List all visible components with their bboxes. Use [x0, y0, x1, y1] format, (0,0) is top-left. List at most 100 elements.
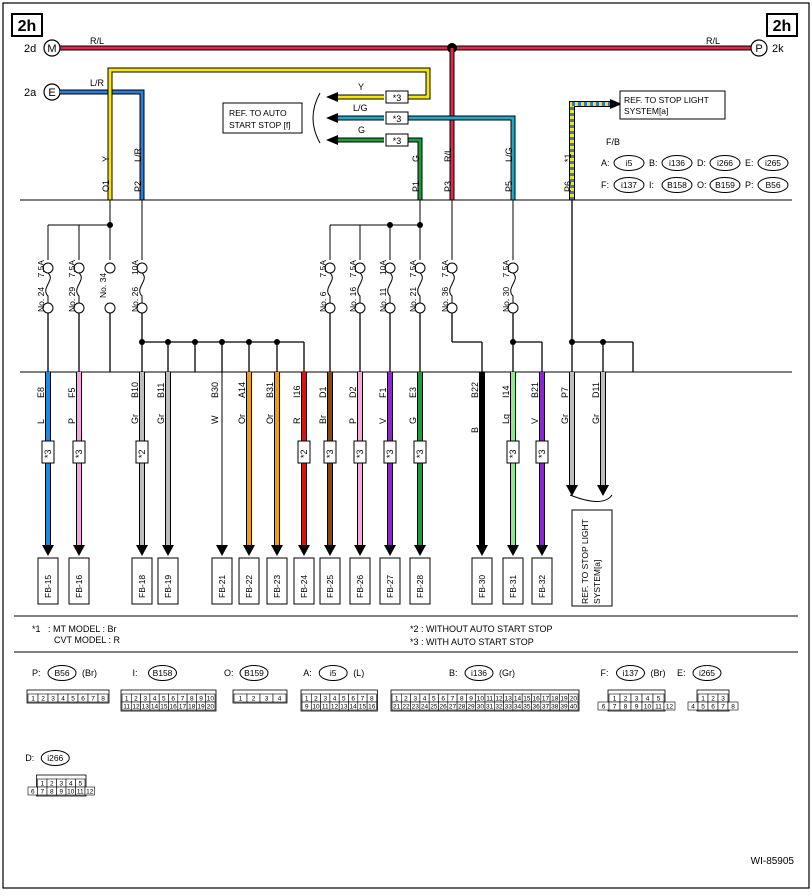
connector-pin-number: 5 — [432, 696, 436, 703]
fuse-amp: 7.5A — [348, 260, 358, 278]
output-pin: D11 — [591, 382, 601, 398]
connector-pin-number: 9 — [469, 696, 473, 703]
output-mark: *2 — [137, 449, 147, 458]
legend-id: i5 — [626, 158, 633, 168]
connector-pin-number: 3 — [265, 696, 269, 703]
output-mark-box — [535, 440, 549, 464]
connector-housing — [36, 774, 87, 797]
connector-pin-number: 25 — [430, 704, 438, 711]
connector-pin-number: 33 — [505, 704, 513, 711]
output-arrow — [566, 485, 578, 496]
wire-label-g: G — [358, 125, 365, 135]
connector-pin-number: 2 — [314, 696, 318, 703]
corner-label-right: 2h — [773, 18, 792, 35]
connector-key: D: — [25, 753, 34, 763]
connector-pin-number: 19 — [560, 696, 568, 703]
output-mark: *2 — [299, 449, 309, 458]
legend-id: i137 — [621, 180, 637, 190]
ref-stop-bottom-line1: REF. TO STOP LIGHT — [580, 519, 590, 604]
fuse-terminal-top — [104, 262, 116, 274]
connector-pin-number: 36 — [533, 704, 541, 711]
upper-pin-color: G — [411, 155, 421, 162]
junction-dot — [600, 339, 606, 345]
connector-pin-number: 18 — [188, 704, 196, 711]
connector-pin-number: 2 — [50, 781, 54, 788]
upper-pin-id: P5 — [504, 181, 514, 192]
connector-cell — [205, 701, 216, 711]
note-1-line1: : MT MODEL : Br — [48, 624, 117, 634]
connector-pin-number: 39 — [560, 704, 568, 711]
output-mark-box — [506, 440, 520, 464]
connector-pin-number: 2 — [711, 696, 715, 703]
connector-pin-number: 9 — [305, 704, 309, 711]
connector-pin-number: 6 — [351, 696, 355, 703]
output-dest-box — [211, 557, 233, 605]
ref-stop-top-line1: REF. TO STOP LIGHT — [624, 95, 709, 105]
connector-housing — [607, 689, 666, 712]
connector-pin-number: 8 — [370, 696, 374, 703]
connector-pin-number: 37 — [542, 704, 550, 711]
legend-id: B56 — [765, 180, 780, 190]
connector-id-ellipse — [616, 665, 645, 681]
connector-color: (Br) — [651, 668, 666, 678]
connector-pin-number: 22 — [402, 704, 410, 711]
output-dest: FB-25 — [325, 575, 335, 598]
connector-id: B56 — [54, 668, 69, 678]
connector-pin-number: 5 — [701, 704, 705, 711]
connector-pin-number: 34 — [514, 704, 522, 711]
connector-pin-number: 8 — [731, 704, 735, 711]
connector-pin-number: 10 — [67, 789, 75, 796]
connector-pin-number: 2 — [624, 696, 628, 703]
fuse-amp: 7.5A — [36, 260, 46, 278]
output-dest: FB-32 — [537, 575, 547, 598]
output-color: P — [348, 418, 358, 424]
output-dest-box — [37, 557, 59, 605]
output-dest: FB-28 — [415, 575, 425, 598]
output-arrow — [73, 545, 85, 556]
connector-pin-number: 1 — [395, 696, 399, 703]
output-color: Br — [318, 415, 328, 424]
connector-cell — [568, 701, 579, 711]
output-arrow — [162, 545, 174, 556]
mark-box-lg — [385, 111, 409, 125]
corner-badge-left — [11, 13, 43, 37]
terminal-m-symbol: M — [47, 43, 56, 55]
connector-cell — [663, 701, 676, 711]
connector-pin-number: 8 — [190, 696, 194, 703]
connector-pin-number: 13 — [340, 704, 348, 711]
connector-pin-number: 21 — [393, 704, 401, 711]
connector-pin-number: 17 — [179, 704, 187, 711]
connector-pin-number: 12 — [132, 704, 140, 711]
upper-pin-id: P2 — [133, 181, 143, 192]
mark-box-y — [385, 90, 409, 104]
upper-pin-color: Y — [101, 156, 111, 162]
upper-pin-color: L/R — [133, 147, 143, 162]
connector-pin-number: 10 — [207, 696, 215, 703]
output-dest-box — [131, 557, 153, 605]
fuse-number: No. 16 — [348, 287, 358, 312]
output-pin: I16 — [292, 385, 302, 398]
legend-key: B: — [649, 158, 658, 168]
connector-housing — [232, 689, 288, 704]
connector-id: B158 — [153, 668, 173, 678]
connector-cell — [366, 701, 377, 711]
connector-color: (L) — [353, 668, 364, 678]
corner-label-left: 2h — [18, 18, 37, 35]
fuse-amp: 7.5A — [408, 260, 418, 278]
wire-lg — [400, 116, 515, 200]
junction-dot — [387, 222, 393, 228]
output-pin: E3 — [408, 387, 418, 398]
fuse-element — [76, 272, 82, 303]
output-pin: B11 — [156, 383, 166, 398]
output-pin: B22 — [470, 382, 480, 398]
output-pin: E8 — [36, 387, 46, 398]
mark-g: *3 — [393, 136, 402, 146]
output-dest: FB-21 — [217, 575, 227, 598]
connector-pin-number: 10 — [312, 704, 320, 711]
connector-pin-number: 1 — [125, 696, 129, 703]
upper-pin-color: *1 — [563, 153, 573, 162]
output-color: Gr — [591, 414, 601, 424]
fuse-element — [387, 272, 393, 303]
